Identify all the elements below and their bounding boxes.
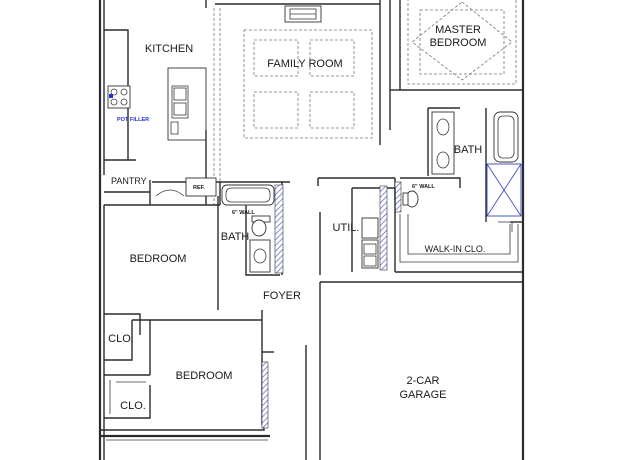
cooktop (107, 85, 131, 109)
master-bath-label: BATH (454, 144, 483, 156)
bedroom-lower-label: BEDROOM (176, 370, 233, 382)
outer-walls (98, 0, 525, 460)
master-bath-area: 6" WALL (394, 107, 522, 222)
wall-note-left: 6" WALL (232, 210, 255, 216)
walk-in-closet-label: WALK-IN CLO. (425, 244, 486, 254)
master-tub (493, 111, 519, 163)
garage-label-line1: 2-CAR (406, 375, 439, 387)
bedrooms-area (100, 196, 274, 441)
pantry-ref-area (104, 177, 220, 205)
central-walls (305, 177, 396, 460)
left-bath-label: BATH (221, 231, 250, 243)
left-bath-area: 6" WALL (219, 181, 290, 276)
closet-upper-label: CLO. (108, 333, 134, 345)
util-label: UTIL. (333, 222, 360, 234)
room-labels: KITCHEN FAMILY ROOM MASTER BEDROOM PANTR… (108, 24, 486, 412)
refrigerator (185, 177, 217, 197)
family-room-label: FAMILY ROOM (267, 58, 342, 70)
master-bedroom-label-line2: BEDROOM (430, 37, 487, 49)
walk-in-closet-area (395, 214, 523, 273)
pantry-label: PANTRY (111, 176, 147, 186)
kitchen-label: KITCHEN (145, 43, 193, 55)
closet-lower-label: CLO. (120, 400, 146, 412)
master-bedroom-label-line1: MASTER (435, 24, 481, 36)
tray-ceiling (407, 0, 517, 85)
family-room-area (215, 0, 391, 145)
wall-note-right: 6" WALL (412, 184, 435, 190)
garage-label-line2: GARAGE (399, 389, 446, 401)
ref-label: REF. (193, 185, 205, 191)
kitchen-area: POT FILLER (104, 0, 221, 205)
foyer-label: FOYER (263, 290, 301, 302)
bedroom-upper-label: BEDROOM (130, 253, 187, 265)
pot-filler-note: POT FILLER (117, 117, 149, 123)
coffered-ceiling (243, 29, 373, 139)
master-bedroom-area (390, 0, 523, 91)
left-tub (221, 184, 275, 206)
washer (361, 217, 379, 239)
